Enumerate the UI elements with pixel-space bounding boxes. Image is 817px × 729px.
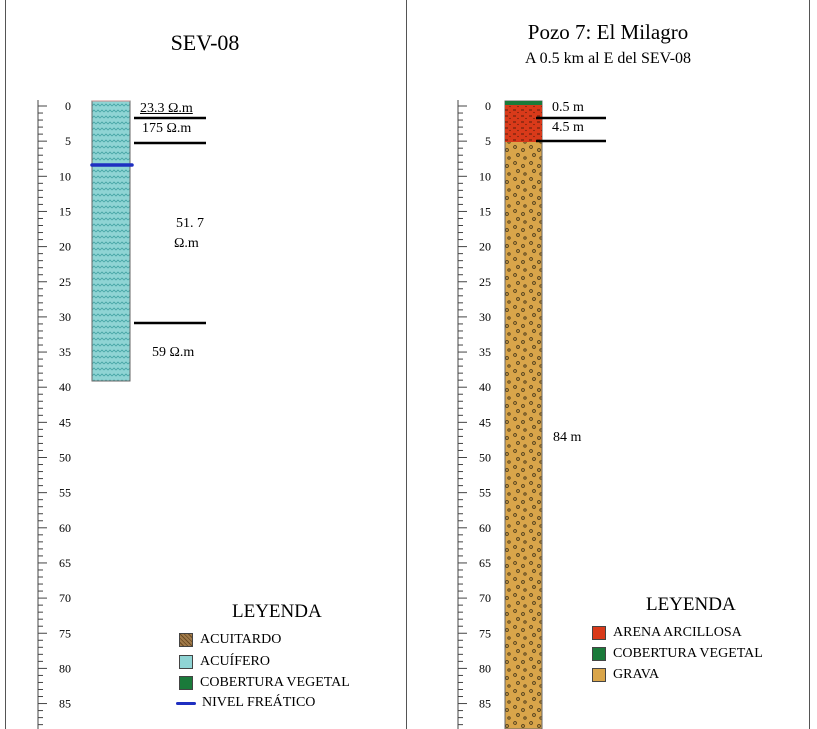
pozo7-depth-tick-label: 55 — [479, 486, 491, 500]
sev08-depth-tick-label: 55 — [59, 486, 71, 500]
pozo7-depth-tick-label: 70 — [479, 591, 491, 605]
pozo7-depth-tick-label: 65 — [479, 556, 491, 570]
legend-acuitardo-label: ACUITARDO — [200, 632, 282, 647]
legend-grava-label: GRAVA — [613, 667, 660, 682]
sev08-depth-tick-label: 25 — [59, 275, 71, 289]
pozo7-depth-tick-label: 40 — [479, 380, 491, 394]
sev08-layer-3-unit: Ω.m — [174, 236, 199, 251]
legend-cobertura-2: COBERTURA VEGETAL — [592, 646, 763, 662]
nivel-swatch — [176, 701, 196, 705]
sev08-depth-tick-label: 50 — [59, 451, 71, 465]
sev08-column — [91, 100, 131, 382]
pozo7-depth-tick-label: 80 — [479, 661, 491, 675]
legend-nivel: NIVEL FREÁTICO — [176, 695, 315, 711]
sev08-depth-tick-label: 40 — [59, 380, 71, 394]
acuitardo-swatch — [179, 633, 193, 647]
pozo7-layer-3-label: 84 m — [553, 430, 582, 445]
pozo7-depth-scale: 051015202530354045505560657075808590 — [457, 99, 491, 729]
pozo7-depth-tick-label: 75 — [479, 626, 491, 640]
sev08-layer-3-label: 51. 7 — [176, 216, 204, 231]
pozo7-depth-tick-label: 25 — [479, 275, 491, 289]
sev08-depth-tick-label: 45 — [59, 415, 71, 429]
sev08-layer-1-label: 23.3 Ω.m — [140, 101, 193, 116]
legend-cobertura-2-label: COBERTURA VEGETAL — [613, 646, 763, 661]
sev08-depth-tick-label: 0 — [65, 99, 71, 113]
pozo7-depth-tick-label: 35 — [479, 345, 491, 359]
legend-arena-label: ARENA ARCILLOSA — [613, 625, 742, 640]
pozo7-depth-tick-label: 10 — [479, 169, 491, 183]
sev08-title: SEV-08 — [170, 30, 240, 55]
legend-acuitardo: ACUITARDO — [179, 632, 281, 648]
pozo7-title: Pozo 7: El Milagro — [527, 20, 689, 44]
sev08-depth-tick-label: 5 — [65, 134, 71, 148]
sev08-depth-tick-label: 60 — [59, 521, 71, 535]
sev08-depth-tick-label: 15 — [59, 204, 71, 218]
pozo7-sandclay-layer — [505, 104, 542, 142]
sev08-depth-tick-label: 20 — [59, 240, 71, 254]
pozo7-depth-tick-label: 60 — [479, 521, 491, 535]
pozo7-depth-tick-label: 20 — [479, 240, 491, 254]
page-frame — [5, 0, 810, 729]
pozo7-depth-tick-label: 45 — [479, 415, 491, 429]
arena-swatch — [592, 626, 606, 640]
legend-arena: ARENA ARCILLOSA — [592, 625, 742, 641]
legend-grava: GRAVA — [592, 667, 659, 683]
sev08-depth-tick-label: 75 — [59, 626, 71, 640]
sev08-depth-tick-label: 65 — [59, 556, 71, 570]
sev08-depth-tick-label: 70 — [59, 591, 71, 605]
sev08-depth-tick-label: 10 — [59, 169, 71, 183]
sev08-layer-4-label: 59 Ω.m — [152, 345, 195, 360]
legend-acuifero-label: ACUÍFERO — [200, 654, 271, 669]
grava-swatch — [592, 668, 606, 682]
legend-acuifero: ACUÍFERO — [179, 654, 270, 670]
pozo7-depth-tick-label: 85 — [479, 697, 491, 711]
pozo7-depth-tick-label: 5 — [485, 134, 491, 148]
legend-cobertura-label: COBERTURA VEGETAL — [200, 675, 350, 690]
panel-divider — [406, 0, 407, 729]
sev08-depth-tick-label: 85 — [59, 697, 71, 711]
pozo7-layer-2-label: 4.5 m — [552, 120, 584, 135]
pozo7-depth-tick-label: 50 — [479, 451, 491, 465]
pozo7-depth-tick-label: 15 — [479, 204, 491, 218]
sev08-depth-scale: 051015202530354045505560657075808590 — [37, 99, 71, 729]
cobertura-swatch-2 — [592, 647, 606, 661]
pozo7-depth-tick-label: 0 — [485, 99, 491, 113]
legend-nivel-label: NIVEL FREÁTICO — [202, 695, 316, 710]
pozo7-depth-tick-label: 30 — [479, 310, 491, 324]
pozo7-gravel-layer — [504, 100, 543, 729]
sev08-legend-title: LEYENDA — [232, 601, 322, 622]
pozo7-subtitle: A 0.5 km al E del SEV-08 — [524, 50, 692, 67]
sev08-depth-tick-label: 80 — [59, 661, 71, 675]
pozo7-legend-title: LEYENDA — [646, 594, 736, 615]
legend-cobertura: COBERTURA VEGETAL — [179, 675, 350, 691]
cobertura-swatch — [179, 676, 193, 690]
sev08-depth-tick-label: 30 — [59, 310, 71, 324]
pozo7-vegetation-layer — [505, 101, 542, 105]
sev08-depth-tick-label: 35 — [59, 345, 71, 359]
sev08-layer-2-label: 175 Ω.m — [142, 121, 192, 136]
pozo7-layer-1-label: 0.5 m — [552, 100, 584, 115]
acuifero-swatch — [179, 655, 193, 669]
